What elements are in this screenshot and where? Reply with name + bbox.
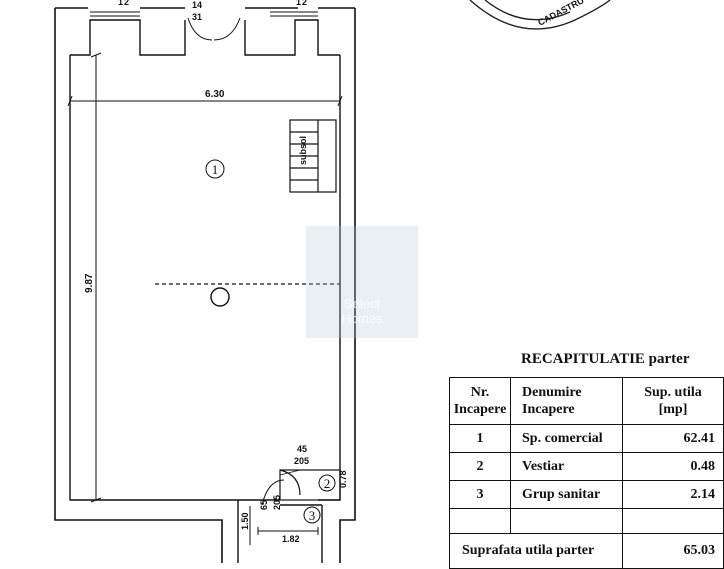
recap-table: Nr. Incapere Denumire Incapere Sup. util… bbox=[449, 377, 724, 569]
width-dimension-line bbox=[67, 95, 343, 107]
stair-door-width: 65 bbox=[259, 500, 269, 510]
spacer-cell bbox=[622, 508, 724, 534]
table-row: 3 Grup sanitar 2.14 bbox=[449, 480, 724, 509]
length-dimension-line bbox=[90, 52, 102, 503]
total-label: Suprafata utila parter bbox=[449, 533, 623, 569]
room-1-marker: 1 bbox=[205, 159, 225, 179]
header-area-line1: Sup. utila bbox=[644, 385, 702, 400]
header-name: Denumire Incapere bbox=[510, 377, 623, 425]
room-3-number: 3 bbox=[309, 508, 316, 523]
header-area: Sup. utila [mp] bbox=[622, 377, 724, 425]
door-dim-bottom: 31 bbox=[192, 12, 202, 22]
header-nr-line2: Incapere bbox=[453, 402, 507, 417]
window-right-dim-bottom: 2 bbox=[302, 0, 307, 7]
table-row: 1 Sp. comercial 62.41 bbox=[449, 424, 724, 453]
room-2 bbox=[279, 469, 341, 501]
recap-title: RECAPITULATIE parter bbox=[521, 351, 690, 367]
window-left-dim-bottom: 2 bbox=[124, 0, 129, 7]
row-name: Vestiar bbox=[510, 452, 623, 481]
stair-door-height: 205 bbox=[272, 495, 282, 510]
room-1-number: 1 bbox=[212, 162, 219, 177]
spacer-cell bbox=[449, 508, 511, 534]
width-dimension: 6.30 bbox=[205, 89, 225, 100]
wc-door-height: 205 bbox=[294, 456, 309, 466]
spacer-cell bbox=[510, 508, 623, 534]
header-area-line2: [mp] bbox=[658, 402, 688, 417]
header-name-line1: Denumire bbox=[522, 385, 582, 400]
length-dimension: 9.87 bbox=[84, 273, 95, 293]
entrance-door bbox=[187, 17, 241, 41]
row-area: 2.14 bbox=[622, 480, 724, 509]
room-3-marker: 3 bbox=[303, 506, 321, 524]
room-3 bbox=[249, 479, 319, 545]
stamp-text: CADASTRU bbox=[536, 0, 585, 28]
header-nr: Nr. Incapere bbox=[449, 377, 511, 425]
stair-label: subsol bbox=[298, 136, 308, 165]
table-spacer-row bbox=[449, 508, 724, 534]
window-left bbox=[90, 11, 140, 17]
recap-header-row: Nr. Incapere Denumire Incapere Sup. util… bbox=[449, 377, 724, 425]
row-area: 0.48 bbox=[622, 452, 724, 481]
total-value: 65.03 bbox=[622, 533, 724, 569]
header-name-line2: Incapere bbox=[522, 402, 575, 417]
window-right-dim-top: 1 bbox=[296, 0, 301, 7]
cadastre-stamp bbox=[469, 0, 611, 30]
table-row: 2 Vestiar 0.48 bbox=[449, 452, 724, 481]
watermark-line-1: Select bbox=[343, 296, 381, 311]
window-right bbox=[270, 11, 318, 17]
total-row: Suprafata utila parter 65.03 bbox=[449, 533, 724, 569]
watermark: Select Homes bbox=[306, 226, 418, 338]
room-2-marker: 2 bbox=[318, 474, 336, 492]
door-dim-top: 14 bbox=[192, 0, 202, 10]
window-left-dim-top: 1 bbox=[118, 0, 123, 7]
room-3-width: 1.82 bbox=[282, 534, 300, 544]
row-nr: 1 bbox=[449, 424, 511, 453]
outer-walls bbox=[54, 7, 356, 563]
header-nr-line1: Nr. bbox=[470, 385, 490, 400]
row-nr: 2 bbox=[449, 452, 511, 481]
room-2-side: 0.78 bbox=[338, 470, 348, 488]
pillar bbox=[210, 287, 230, 307]
basement-stair bbox=[289, 119, 337, 193]
watermark-line-2: Homes bbox=[341, 311, 383, 326]
row-name: Grup sanitar bbox=[510, 480, 623, 509]
row-area: 62.41 bbox=[622, 424, 724, 453]
room-3-height: 1.50 bbox=[240, 512, 250, 530]
room-2-number: 2 bbox=[324, 476, 331, 491]
row-name: Sp. comercial bbox=[510, 424, 623, 453]
wc-door-width: 45 bbox=[297, 444, 307, 454]
row-nr: 3 bbox=[449, 480, 511, 509]
